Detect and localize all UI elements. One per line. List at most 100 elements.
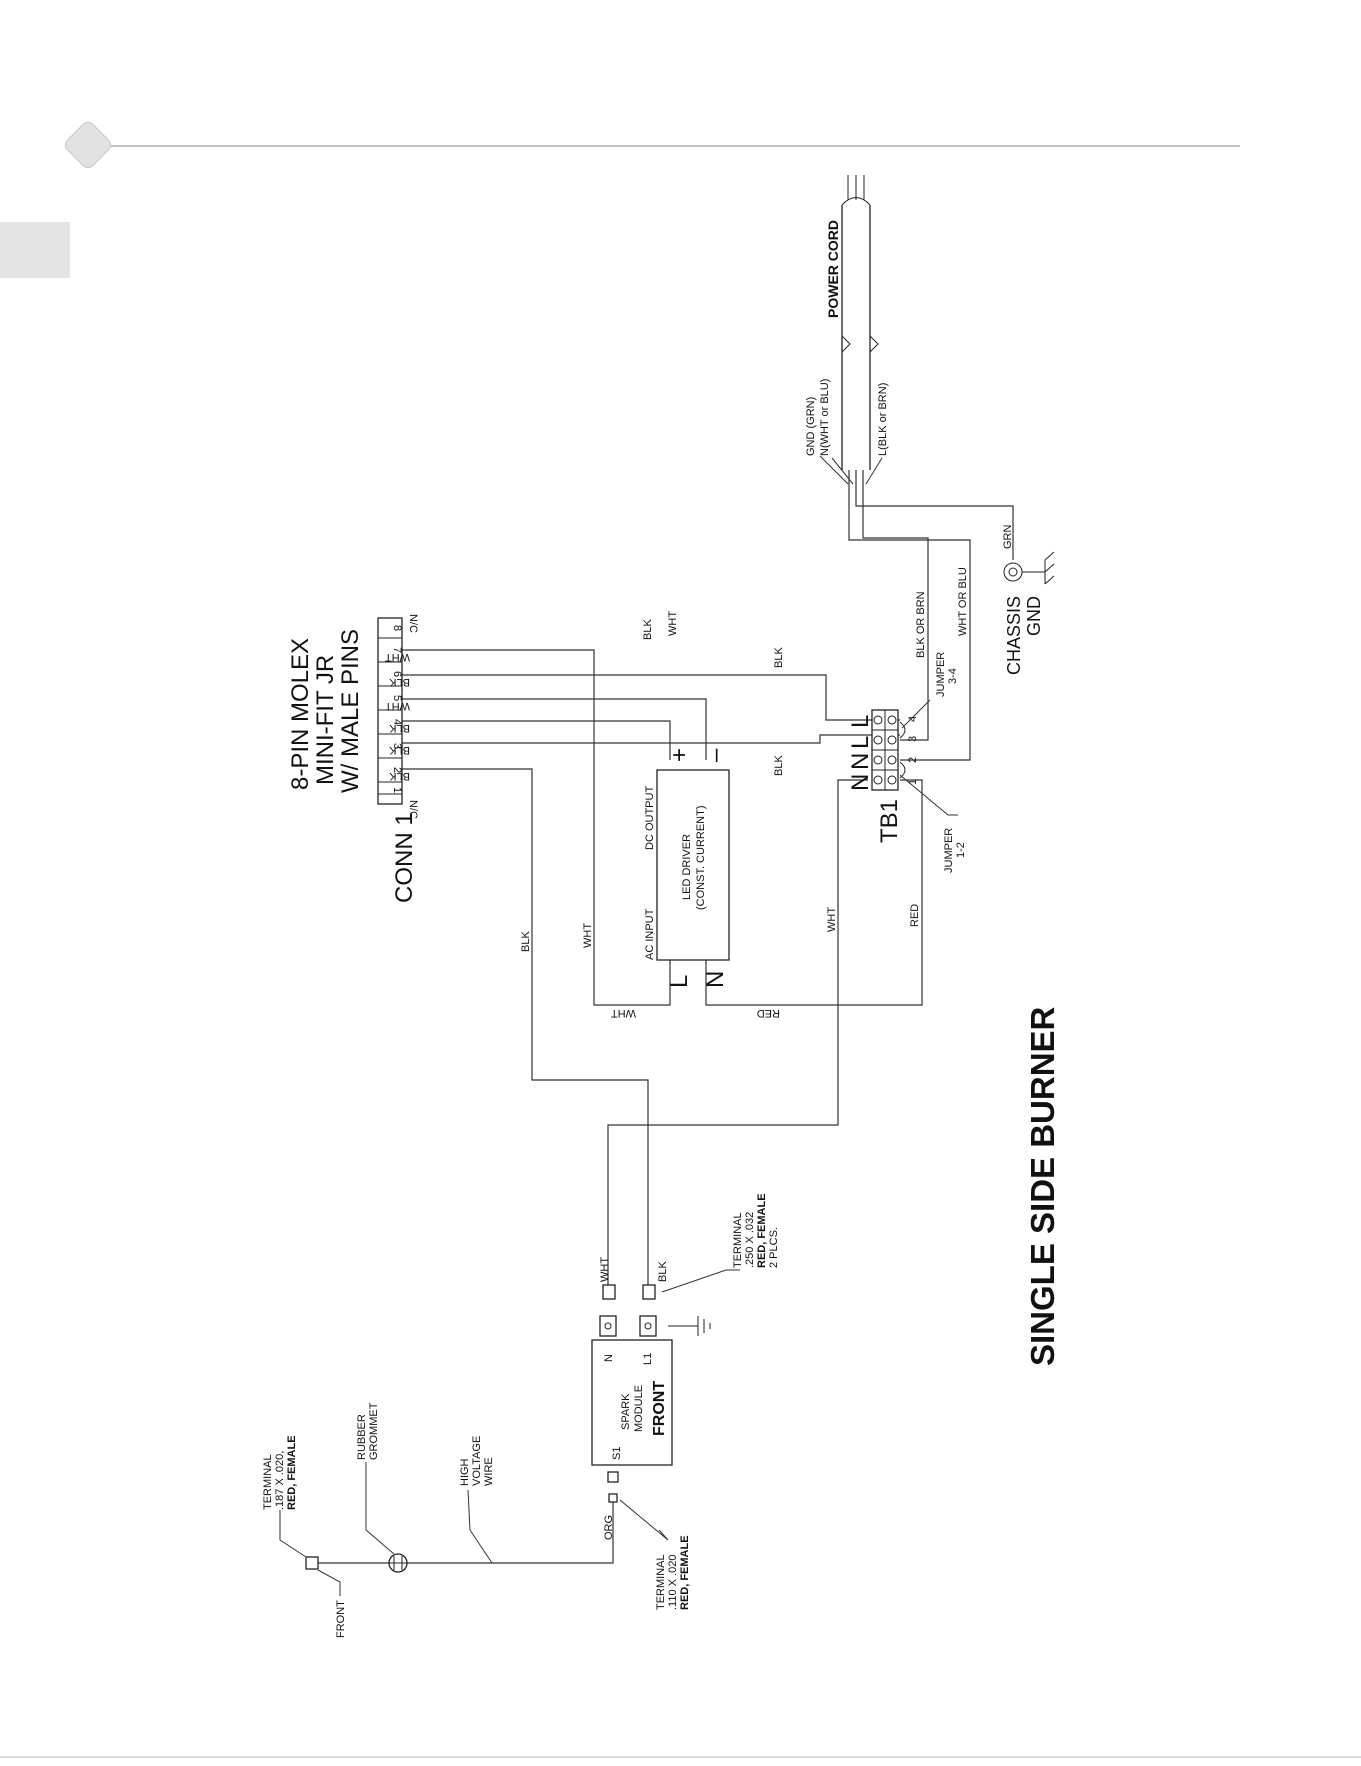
- power-cord-label: POWER CORD: [825, 220, 841, 318]
- svg-text:FRONT: FRONT: [651, 1381, 668, 1436]
- svg-text:BLK: BLK: [389, 770, 410, 782]
- front-label: FRONT: [335, 1600, 347, 1638]
- diagram-title: SINGLE SIDE BURNER: [1024, 1006, 1061, 1366]
- terminal-block-tb1: N N L L 1 2 3 4 TB1 JUMPER 3-4 JUMPER 1-…: [847, 652, 967, 873]
- svg-text:RED: RED: [757, 1007, 780, 1019]
- svg-text:L: L: [847, 736, 874, 749]
- svg-text:2 PLCS.: 2 PLCS.: [768, 1227, 780, 1268]
- svg-text:4: 4: [391, 719, 403, 725]
- svg-text:1: 1: [391, 787, 403, 793]
- svg-text:2: 2: [391, 767, 403, 773]
- svg-text:L: L: [847, 715, 874, 728]
- svg-text:WHT: WHT: [385, 700, 410, 712]
- svg-text:RED, FEMALE: RED, FEMALE: [756, 1193, 768, 1268]
- svg-text:WHT: WHT: [826, 907, 838, 932]
- dc-output-label: DC OUTPUT: [644, 786, 656, 850]
- conn1-pin-6: 6 BLK: [378, 671, 410, 688]
- svg-text:L(BLK or BRN): L(BLK or BRN): [877, 383, 889, 456]
- driver-N: N: [702, 971, 729, 988]
- callout-terminal-250: TERMINAL .250 X .032 RED, FEMALE 2 PLCS.: [661, 1193, 780, 1293]
- conn1-pin-8: 8 N/C: [378, 614, 419, 639]
- conn1-label: CONN 1: [391, 812, 418, 903]
- svg-text:8: 8: [391, 625, 403, 631]
- svg-text:BLK OR BRN: BLK OR BRN: [915, 591, 927, 658]
- driver-L: L: [666, 975, 693, 988]
- callout-hv-wire: HIGH VOLTAGE WIRE: [459, 1436, 495, 1564]
- svg-text:WHT: WHT: [611, 1007, 636, 1019]
- svg-text:WHT: WHT: [599, 1257, 611, 1282]
- led-driver-body: [656, 769, 730, 961]
- svg-text:S1: S1: [611, 1447, 623, 1460]
- svg-text:BLK: BLK: [642, 619, 654, 640]
- spark-terminal-l1: [639, 1315, 657, 1337]
- front-terminal: [305, 1556, 319, 1570]
- svg-text:3-4: 3-4: [947, 668, 959, 684]
- svg-text:.187 X .020,: .187 X .020,: [274, 1451, 286, 1510]
- svg-text:CHASSIS: CHASSIS: [1004, 596, 1024, 675]
- svg-text:BLK: BLK: [389, 722, 410, 734]
- svg-text:WHT: WHT: [582, 923, 594, 948]
- svg-text:RUBBER: RUBBER: [356, 1414, 368, 1460]
- svg-text:1-2: 1-2: [955, 842, 967, 858]
- svg-text:TERMINAL: TERMINAL: [732, 1212, 744, 1268]
- chassis-ground-icon: [1003, 562, 1023, 582]
- svg-text:4: 4: [907, 716, 919, 722]
- svg-text:N/C: N/C: [407, 800, 419, 819]
- svg-text:7: 7: [391, 647, 403, 653]
- svg-text:5: 5: [391, 695, 403, 701]
- svg-text:(CONST. CURRENT): (CONST. CURRENT): [695, 806, 707, 911]
- conn1-desc-line-2: MINI-FIT JR: [312, 655, 339, 785]
- chassis-ground: CHASSIS GND: [1003, 551, 1055, 675]
- svg-text:2: 2: [907, 757, 919, 763]
- driver-minus: –: [702, 748, 729, 762]
- svg-text:N/C: N/C: [407, 614, 419, 633]
- svg-text:GND (GRN): GND (GRN): [805, 397, 817, 456]
- led-driver: LED DRIVER (CONST. CURRENT) AC INPUT DC …: [644, 748, 730, 988]
- svg-text:LED DRIVER: LED DRIVER: [681, 834, 693, 900]
- svg-text:ORG: ORG: [603, 1515, 615, 1540]
- conn1-pin-2: 2 BLK: [378, 767, 410, 783]
- svg-text:L1: L1: [642, 1353, 654, 1365]
- conn1-desc-line-1: 8-PIN MOLEX: [287, 638, 314, 790]
- side-tab: [0, 222, 70, 278]
- conn1-pin-3: 3 BLK: [378, 743, 410, 759]
- conn1-body: [377, 617, 403, 805]
- svg-text:BLK: BLK: [520, 931, 532, 952]
- conn1-pin-5: 5 WHT: [378, 695, 410, 712]
- conn1-pin-4: 4 BLK: [378, 719, 410, 735]
- svg-text:RED: RED: [909, 904, 921, 927]
- power-cord-jacket: [841, 205, 871, 470]
- svg-text:WIRE: WIRE: [483, 1457, 495, 1486]
- svg-text:TERMINAL: TERMINAL: [655, 1554, 667, 1610]
- driver-plus: +: [666, 748, 693, 762]
- svg-text:MODULE: MODULE: [633, 1385, 645, 1432]
- power-cord: POWER CORD GND (GRN) N(WHT or BLU) L(BLK…: [805, 175, 889, 485]
- svg-text:SPARK: SPARK: [620, 1393, 632, 1430]
- conn1-pin-7: 7 WHT: [378, 647, 410, 663]
- callout-terminal-110: TERMINAL .110 X .020 RED, FEMALE: [619, 1499, 691, 1610]
- svg-text:.110 X .020: .110 X .020: [667, 1555, 679, 1610]
- conn1-desc-line-3: W/ MALE PINS: [337, 629, 364, 793]
- svg-text:N: N: [847, 753, 874, 770]
- svg-text:RED, FEMALE: RED, FEMALE: [286, 1435, 298, 1510]
- svg-text:BLK: BLK: [389, 744, 410, 756]
- callout-terminal-187: TERMINAL .187 X .020, RED, FEMALE FRONT: [262, 1435, 347, 1638]
- svg-text:VOLTAGE: VOLTAGE: [471, 1436, 483, 1486]
- svg-text:GROMMET: GROMMET: [368, 1402, 380, 1460]
- conn1-pin-1: 1 N/C: [378, 787, 419, 819]
- svg-text:TERMINAL: TERMINAL: [262, 1454, 274, 1510]
- grommet: RUBBER GROMMET: [356, 1402, 408, 1573]
- svg-text:JUMPER: JUMPER: [935, 652, 947, 697]
- svg-text:3: 3: [391, 743, 403, 749]
- header-decoration: [0, 121, 1361, 1758]
- svg-text:BLK: BLK: [657, 1261, 669, 1282]
- svg-text:BLK: BLK: [389, 676, 410, 688]
- svg-text:JUMPER: JUMPER: [943, 828, 955, 873]
- svg-text:N: N: [603, 1354, 615, 1362]
- svg-text:1: 1: [907, 779, 919, 785]
- svg-text:N(WHT or BLU): N(WHT or BLU): [819, 379, 831, 456]
- svg-text:.250 X .032: .250 X .032: [744, 1212, 756, 1268]
- spark-connector-blk: [642, 1284, 656, 1300]
- svg-text:RED, FEMALE: RED, FEMALE: [679, 1535, 691, 1610]
